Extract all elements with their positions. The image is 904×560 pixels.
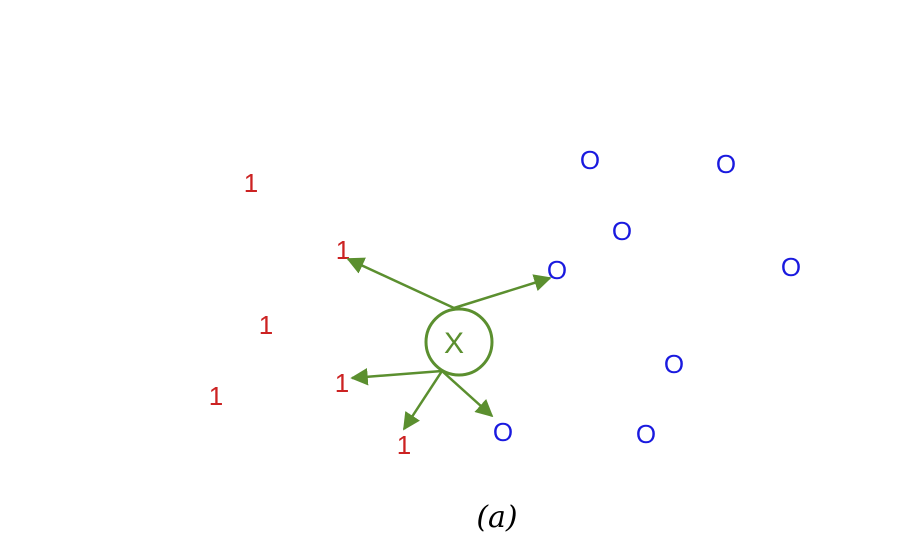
query-circle [424,307,494,377]
point-one: 1 [259,310,273,340]
point-one: 1 [209,381,223,411]
point-one: 1 [336,235,350,265]
point-one: 1 [335,368,349,398]
arrow-to-neighbor [346,257,455,310]
arrow-to-neighbor [441,370,494,418]
point-zero: O [716,149,736,179]
point-zero: O [636,419,656,449]
query-point: X [424,307,494,377]
query-label: X [444,327,464,360]
point-zero: O [612,216,632,246]
figure-caption: (a) [476,500,517,535]
point-zero: O [580,145,600,175]
neighbor-arrows [346,257,552,431]
class-one-points: 1 1 1 1 1 1 [209,168,411,460]
point-zero: O [493,417,513,447]
point-zero: O [664,349,684,379]
point-one: 1 [397,430,411,460]
class-zero-points: O O O O O O O O [493,145,801,449]
arrow-to-neighbor [402,370,444,431]
arrow-to-neighbor [453,274,552,310]
point-one: 1 [244,168,258,198]
arrow-to-neighbor [350,368,443,386]
point-zero: O [781,252,801,282]
point-zero: O [547,255,567,285]
